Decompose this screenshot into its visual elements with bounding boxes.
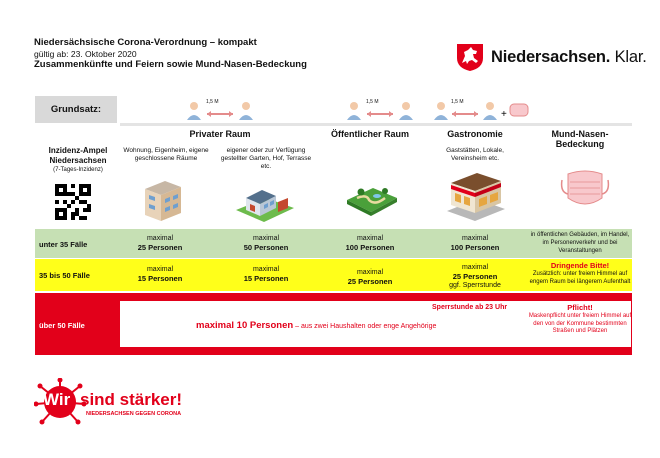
column-desc-gastro: Gaststätten, Lokale, Vereinsheim etc. — [446, 147, 504, 162]
apartment-building-illustration — [137, 177, 187, 228]
page-subtitle: Zusammenkünfte und Feiern sowie Mund-Nas… — [34, 59, 307, 70]
page-title: Niedersächsische Corona-Verordnung – kom… — [34, 37, 257, 48]
campaign-slogan: sind stärker! — [80, 390, 183, 409]
column-desc-private-outside: eigener oder zur Verfügung gestellter Ga… — [220, 147, 312, 170]
column-title-mask: Mund-Nasen-Bedeckung — [551, 129, 609, 149]
band-label-35-to-50: 35 bis 50 Fälle — [39, 271, 90, 280]
campaign-wir: Wir — [43, 390, 71, 409]
ampel-title: Inzidenz-Ampel Niedersachsen — [48, 146, 108, 165]
park-illustration — [345, 174, 399, 225]
band-label-under-35: unter 35 Fälle — [39, 240, 88, 249]
distance-pictogram-gastro: + — [432, 98, 530, 127]
band-35-to-50 — [35, 259, 632, 291]
band-under-35 — [35, 229, 632, 258]
svg-text:+: + — [501, 109, 507, 120]
horse-icon — [457, 44, 483, 71]
over-50-rule: maximal 10 Personen – aus zwei Haushalte… — [196, 320, 437, 331]
distance-pictogram-public — [345, 98, 415, 127]
column-title-public: Öffentlicher Raum — [330, 129, 409, 139]
restaurant-illustration — [443, 165, 509, 228]
column-desc-private-inside: Wohnung, Eigenheim, eigene geschlossene … — [123, 147, 209, 162]
band-label-over-50: über 50 Fälle — [39, 321, 85, 330]
distance-label: 1,5 M — [366, 99, 379, 105]
distance-pictogram-private — [185, 98, 255, 127]
face-mask-icon — [560, 168, 610, 215]
brand-logo: Niedersachsen. Klar. — [455, 42, 647, 72]
campaign-tagline: NIEDERSACHSEN GEGEN CORONA — [86, 411, 182, 417]
divider — [120, 123, 632, 126]
virus-icon — [34, 378, 86, 425]
curfew-note: Sperrstunde ab 23 Uhr — [432, 304, 508, 311]
cell-b1-mask: in öffentlichen Gebäuden, im Handel, im … — [530, 232, 630, 254]
ampel-note: (7-Tages-Inzidenz) — [53, 167, 103, 173]
qr-code[interactable] — [55, 184, 91, 225]
mask-request-title: Dringende Bitte! — [550, 261, 610, 270]
cell-b2-mask: Dringende Bitte!Zusätzlich: unter freiem… — [529, 261, 631, 285]
house-garden-illustration — [232, 172, 298, 229]
band-over-50-content — [120, 301, 631, 347]
brand-name: Niedersachsen. — [491, 47, 611, 66]
grundsatz-label: Grundsatz: — [35, 96, 117, 123]
cell-b3-mask: Pflicht!Maskenpflicht unter freiem Himme… — [528, 303, 632, 334]
mask-duty-title: Pflicht! — [567, 303, 593, 312]
brand-claim: Klar. — [614, 47, 647, 66]
column-title-private: Privater Raum — [189, 129, 251, 139]
distance-label: 1,5 M — [451, 99, 464, 105]
column-title-gastro: Gastronomie — [447, 129, 503, 139]
distance-label: 1,5 M — [206, 99, 219, 105]
valid-date: gültig ab: 23. Oktober 2020 — [34, 49, 137, 59]
